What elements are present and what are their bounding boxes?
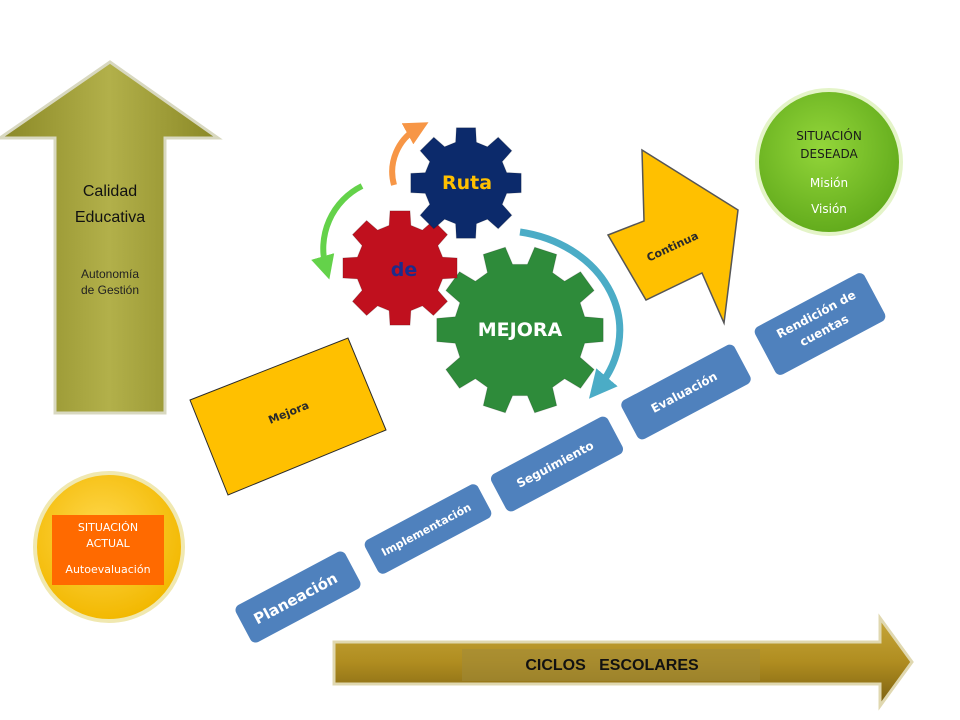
cycle-arrow-green: [311, 183, 364, 280]
desired-situation-line1: SITUACIÓN: [796, 128, 862, 143]
step-planeacion: [235, 551, 361, 643]
school-cycles-label: CICLOS ESCOLARES: [525, 657, 699, 674]
school-cycles-arrow: [332, 613, 914, 711]
gear-de-shape: [342, 210, 458, 326]
quality-up-arrow: [0, 60, 223, 415]
cycle-arrow-blue: [519, 228, 624, 399]
continua-arrow: [606, 148, 739, 326]
gear-ruta-label: Ruta: [442, 172, 492, 194]
desired-situation-circle: [755, 88, 903, 236]
gear-mejora-shape: [436, 246, 604, 414]
step-implementacion: [364, 484, 492, 574]
desired-situation-line2: DESEADA: [800, 147, 858, 161]
autonomy-line2: de Gestión: [81, 283, 139, 297]
gear-de: [342, 210, 458, 326]
current-situation-circle: [33, 471, 185, 623]
gear-ruta-shape: [410, 127, 522, 239]
quality-title-line2: Educativa: [75, 209, 145, 226]
mejora-box: [189, 337, 387, 496]
gear-de-label: de: [391, 259, 418, 281]
gear-mejora-label: MEJORA: [478, 319, 563, 341]
autonomy-line1: Autonomía: [81, 267, 139, 281]
quality-title-line1: Calidad: [83, 183, 137, 200]
gear-ruta: [410, 127, 522, 239]
step-rendicion: [754, 273, 886, 375]
step-evaluacion: [621, 344, 751, 440]
current-situation-line2: ACTUAL: [86, 537, 130, 550]
current-situation-line1: SITUACIÓN: [78, 521, 138, 534]
desired-situation-line4: Visión: [811, 202, 847, 216]
desired-situation-line3: Misión: [810, 176, 848, 190]
gear-mejora: [436, 246, 604, 414]
cycle-arrow-orange: [389, 122, 429, 186]
step-seguimiento: [490, 416, 624, 512]
current-situation-line3: Autoevaluación: [65, 563, 150, 576]
